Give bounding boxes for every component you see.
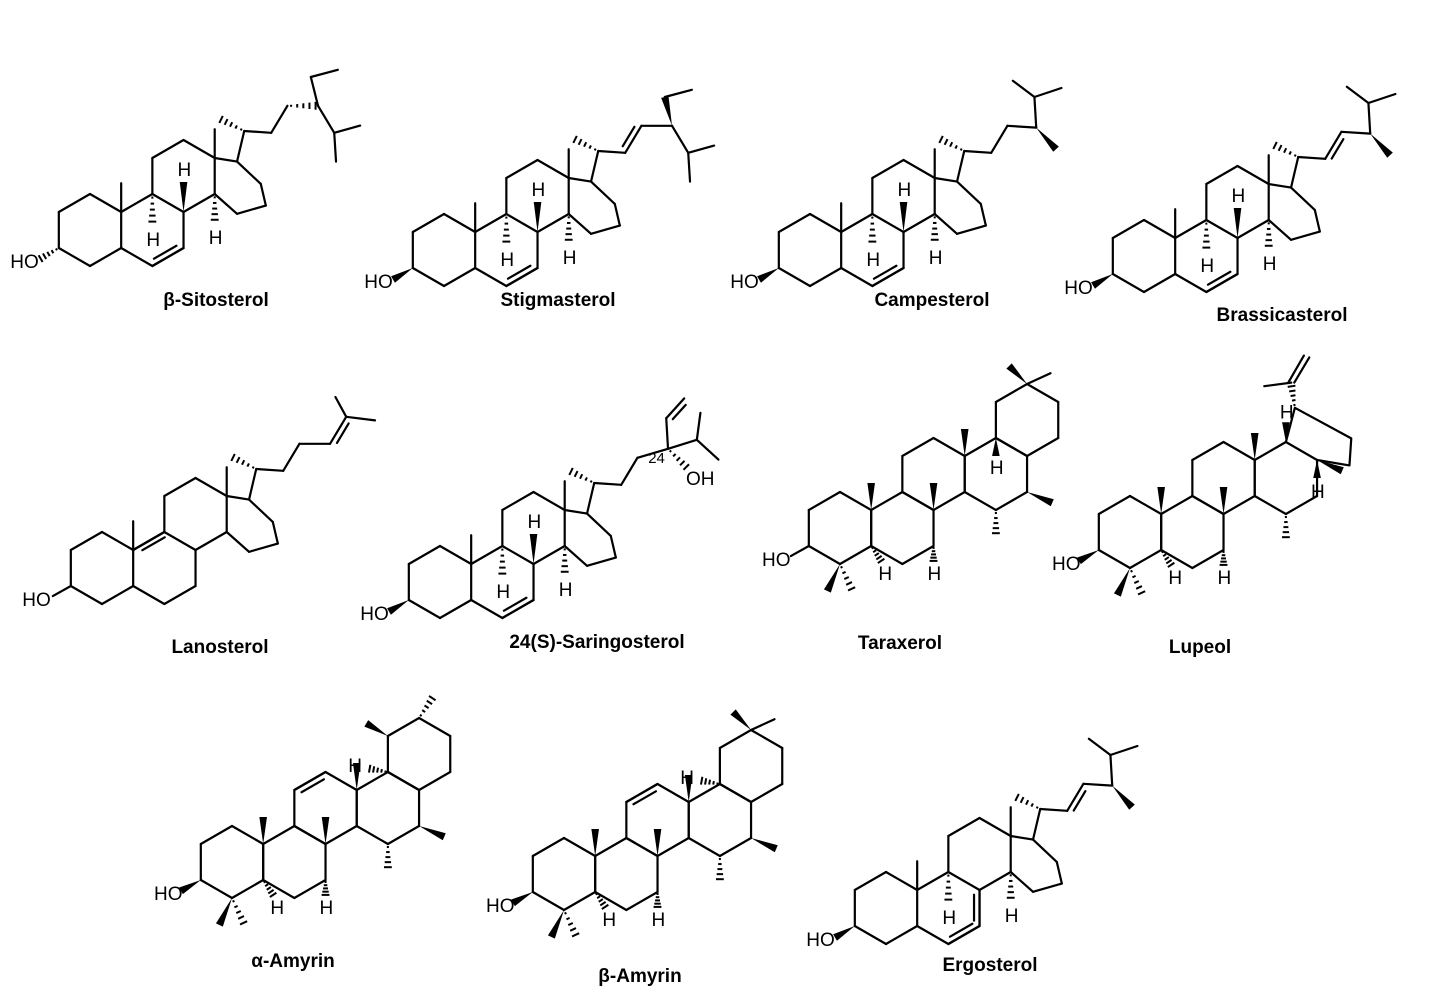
compound-name-brassicasterol: Brassicasterol xyxy=(1217,305,1348,326)
hydrogen-label: H xyxy=(1200,256,1214,277)
hydroxyl-label: HO xyxy=(730,272,759,293)
hydrogen-label: H xyxy=(898,180,912,201)
compound-name-beta-amyrin: β-Amyrin xyxy=(598,966,681,987)
compound-name-stigmasterol: Stigmasterol xyxy=(500,290,615,311)
hydrogen-label: H xyxy=(866,250,880,271)
hydroxyl-label: HO xyxy=(10,252,38,273)
hydrogen-label: H xyxy=(1218,568,1232,589)
hydroxyl-label: HO xyxy=(486,896,515,917)
structure-alpha-amyrin: H H HO Hα-Amyrin xyxy=(154,695,452,972)
hydrogen-label: H xyxy=(942,908,956,929)
hydrogen-label: H xyxy=(532,180,546,201)
hydrogen-label: H xyxy=(209,228,223,249)
hydrogen-label: H xyxy=(270,898,284,919)
hydrogen-label: H xyxy=(928,564,942,585)
hydrogen-label: H xyxy=(878,564,892,585)
hydrogen-label: H xyxy=(602,910,616,931)
hydroxyl-label: HO xyxy=(806,930,835,951)
hydroxyl-label: HO xyxy=(1052,554,1081,575)
hydroxyl-label: HO xyxy=(22,590,50,611)
compound-name-sitosterol: β-Sitosterol xyxy=(163,290,269,311)
hydrogen-label: H xyxy=(680,768,694,789)
structure-stigmasterol: HO H H H Stigmasterol xyxy=(364,88,716,311)
structure-taraxerol: H H HO H Taraxerol xyxy=(762,363,1060,654)
hydrogen-label: H xyxy=(496,582,510,603)
hydrogen-label: H xyxy=(348,756,362,777)
structure-beta-amyrin: H H HO Hβ-Amyrin xyxy=(486,709,784,987)
hydrogen-label: H xyxy=(929,248,943,269)
hydrogen-label: H xyxy=(559,580,573,601)
hydrogen-label: H xyxy=(178,160,192,181)
hydroxyl-label: HO xyxy=(1064,278,1093,299)
position-label: 24 xyxy=(648,450,665,467)
hydrogen-label: H xyxy=(146,230,160,251)
structure-lupeol: H H HO H H Lupeol xyxy=(1052,354,1353,658)
hydrogen-label: H xyxy=(320,898,334,919)
hydrogen-label: H xyxy=(1168,568,1182,589)
hydrogen-label: H xyxy=(528,512,542,533)
oh-label: OH xyxy=(686,469,715,490)
hydroxyl-label: HO xyxy=(762,550,791,571)
hydrogen-label: H xyxy=(1280,403,1294,424)
hydrogen-label: H xyxy=(1263,254,1277,275)
hydrogen-label: H xyxy=(652,910,666,931)
compound-name-lupeol: Lupeol xyxy=(1169,637,1231,658)
hydrogen-label: H xyxy=(1311,482,1325,503)
hydrogen-label: H xyxy=(1005,906,1019,927)
compound-name-alpha-amyrin: α-Amyrin xyxy=(251,951,334,972)
compound-name-lanosterol: Lanosterol xyxy=(171,637,268,658)
structure-campesterol: HO H H H Campesterol xyxy=(730,79,1063,311)
hydrogen-label: H xyxy=(500,250,514,271)
compound-name-taraxerol: Taraxerol xyxy=(858,633,942,654)
structure-ergosterol: HO H H Ergosterol xyxy=(806,737,1139,976)
hydroxyl-label: HO xyxy=(154,884,183,905)
structure-brassicasterol: HO H H H Brassicasterol xyxy=(1064,85,1397,326)
hydrogen-label: H xyxy=(990,458,1004,479)
compound-name-campesterol: Campesterol xyxy=(874,290,989,311)
structure-lanosterol: HO Lanosterol xyxy=(22,395,377,658)
hydroxyl-label: HO xyxy=(364,272,393,293)
hydroxyl-label: HO xyxy=(360,604,389,625)
compound-name-saringosterol: 24(S)-Saringosterol xyxy=(509,632,684,653)
hydrogen-label: H xyxy=(563,248,577,269)
hydrogen-label: H xyxy=(1232,186,1246,207)
compound-name-ergosterol: Ergosterol xyxy=(942,955,1037,976)
structure-sitosterol: HO H H Hβ-Sitosterol xyxy=(10,68,362,311)
